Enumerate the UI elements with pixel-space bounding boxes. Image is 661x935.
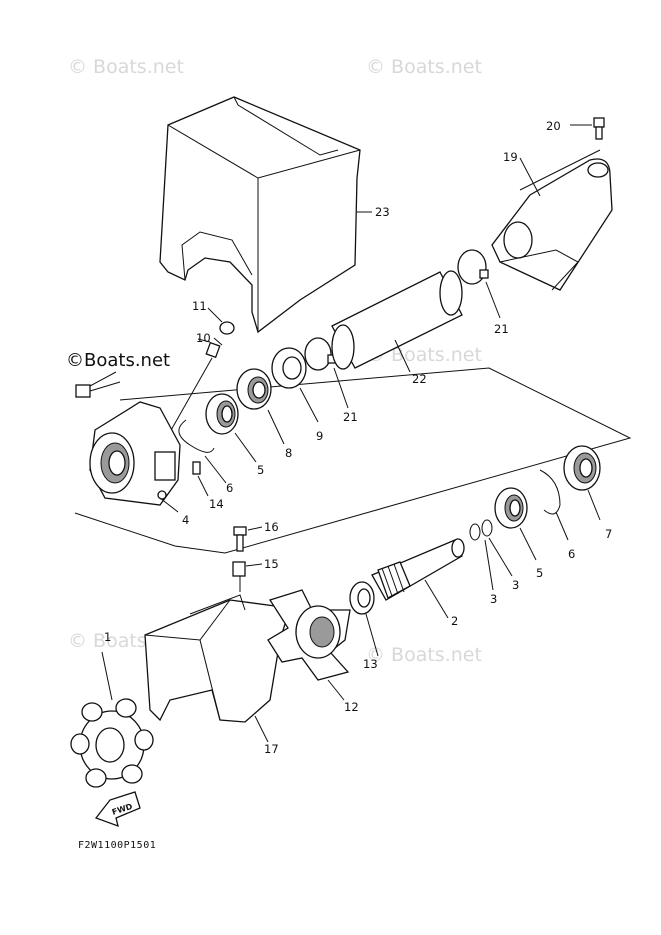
clamp-21-lower xyxy=(304,337,332,371)
watermark: © Boats.net xyxy=(366,644,482,666)
part-label-6: 6 xyxy=(568,547,576,561)
shaft-2 xyxy=(371,538,465,601)
clamp-21-upper xyxy=(457,249,487,285)
part-label-5: 5 xyxy=(536,566,544,580)
part-label-12: 12 xyxy=(344,700,359,714)
part-label-3: 3 xyxy=(490,592,498,606)
cover-17 xyxy=(144,594,291,723)
part-label-8: 8 xyxy=(285,446,293,460)
snap-ring-6-lower xyxy=(539,469,561,515)
part-label-9: 9 xyxy=(316,429,324,443)
cap-11 xyxy=(219,321,235,335)
part-label-22: 22 xyxy=(412,372,427,386)
part-label-16: 16 xyxy=(264,520,279,534)
watermark: © Boats.net xyxy=(68,56,184,78)
part-label-3: 3 xyxy=(512,578,520,592)
part-label-10: 10 xyxy=(196,331,211,345)
part-label-11: 11 xyxy=(192,299,207,313)
housing-4 xyxy=(89,401,181,506)
fwd-arrow-icon: FWD xyxy=(94,791,141,828)
nipple-10 xyxy=(205,341,221,359)
part-label-14: 14 xyxy=(209,497,224,511)
part-label-21: 21 xyxy=(343,410,358,424)
hose-22 xyxy=(331,270,463,370)
bearing-5-upper xyxy=(205,393,239,435)
nozzle-19 xyxy=(491,149,613,291)
bearing-8 xyxy=(236,368,272,410)
part-label-15: 15 xyxy=(264,557,279,571)
part-label-13: 13 xyxy=(363,657,378,671)
bearing-5-lower xyxy=(494,487,528,529)
part-label-17: 17 xyxy=(264,742,279,756)
impeller-12 xyxy=(267,589,351,681)
damper-1 xyxy=(70,698,154,788)
snap-ring-6-upper xyxy=(178,419,215,453)
bearing-7 xyxy=(563,445,601,491)
seal-9 xyxy=(271,347,307,389)
part-label-21: 21 xyxy=(494,322,509,336)
part-label-1: 1 xyxy=(104,630,112,644)
watermark-bold: ©Boats.net xyxy=(66,350,171,371)
part-label-5: 5 xyxy=(257,463,265,477)
cover-23 xyxy=(159,96,361,334)
bolt-16 xyxy=(233,526,263,552)
pin-14 xyxy=(192,461,201,475)
part-label-19: 19 xyxy=(503,150,518,164)
bolt-20 xyxy=(570,117,605,140)
bolt-8 xyxy=(75,371,121,398)
part-label-7: 7 xyxy=(605,527,613,541)
part-label-23: 23 xyxy=(375,205,390,219)
part-label-2: 2 xyxy=(451,614,459,628)
part-label-20: 20 xyxy=(546,119,561,133)
collar-15 xyxy=(232,561,263,592)
o-ring-3a xyxy=(481,519,493,537)
part-label-4: 4 xyxy=(182,513,190,527)
o-ring-3b xyxy=(469,523,481,541)
assembly-frame xyxy=(74,367,632,554)
watermark: © Boats.net xyxy=(366,344,482,366)
watermark: © Boats.net xyxy=(366,56,482,78)
part-label-6: 6 xyxy=(226,481,234,495)
drawing-code: F2W1100P1501 xyxy=(78,840,157,851)
